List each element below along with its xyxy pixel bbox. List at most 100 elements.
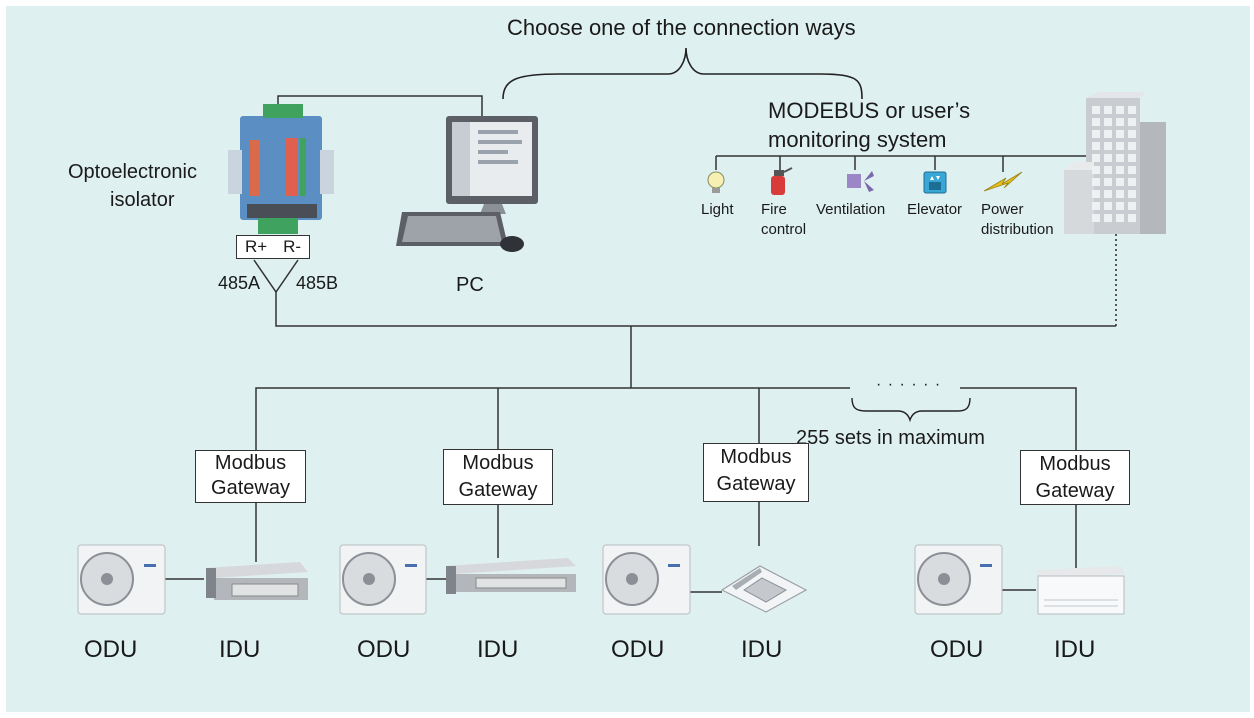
idu-label-1: IDU [219, 636, 261, 663]
odu-label-1: ODU [84, 636, 138, 663]
gateway-bus [255, 387, 850, 450]
lightning-bolt-icon [983, 171, 1023, 192]
building-window [1092, 178, 1100, 186]
building-window [1104, 166, 1112, 174]
light-bulb-icon [707, 171, 725, 193]
building-window [1128, 190, 1136, 198]
building-window [1092, 118, 1100, 126]
building-window [1128, 202, 1136, 210]
rs485-split [253, 259, 299, 294]
modbus-gateway-4: Modbus Gateway [1020, 450, 1130, 505]
isolator-device-icon [228, 104, 334, 234]
r-plus-label: R+ [244, 237, 268, 256]
building-window [1128, 106, 1136, 114]
idu-label-4: IDU [1054, 636, 1096, 663]
subsystem-fire-label-line2: control [761, 221, 807, 238]
odu-label-3: ODU [611, 636, 665, 663]
gateway-2-line1: Modbus [462, 452, 534, 474]
odu-label-4: ODU [930, 636, 984, 663]
subsystem-power-label-line1: Power [981, 201, 1024, 218]
485b-label: 485B [296, 273, 339, 293]
building-window [1092, 154, 1100, 162]
building-window [1092, 214, 1100, 222]
monitoring-label-line1: MODEBUS or user’s [768, 98, 971, 123]
gateway-2-line2: Gateway [458, 479, 538, 501]
subsystem-power-label-line2: distribution [981, 221, 1054, 238]
odu-unit-1-icon [77, 544, 166, 615]
building-window [1116, 118, 1124, 126]
monitoring-label-line2: monitoring system [768, 127, 947, 152]
more-units-dots: · · · · · · [876, 376, 942, 393]
modbus-gateway-2: Modbus Gateway [443, 449, 553, 505]
isolator-label-line2: isolator [110, 189, 175, 211]
connection-brace [502, 47, 863, 100]
building-window [1092, 106, 1100, 114]
building-window [1116, 190, 1124, 198]
building-window [1104, 106, 1112, 114]
idu-label-2: IDU [477, 636, 519, 663]
building-window [1104, 178, 1112, 186]
gateway-3-line2: Gateway [716, 473, 796, 495]
gateway-4-line1: Modbus [1039, 453, 1111, 475]
building-window [1116, 202, 1124, 210]
building-window [1128, 154, 1136, 162]
gateway-4-line2: Gateway [1035, 480, 1115, 502]
building-window [1128, 214, 1136, 222]
odu-label-2: ODU [357, 636, 411, 663]
capacity-label: 255 sets in maximum [796, 427, 985, 449]
elevator-icon [923, 171, 947, 194]
connection-title: Choose one of the connection ways [507, 15, 856, 40]
building-window [1104, 130, 1112, 138]
building-window [1092, 202, 1100, 210]
subsystem-fire-label-line1: Fire [761, 201, 787, 218]
building-window [1128, 166, 1136, 174]
subsystem-light-label: Light [701, 201, 734, 218]
idu-label-3: IDU [741, 636, 783, 663]
building-window [1104, 202, 1112, 210]
building-window [1092, 166, 1100, 174]
modbus-gateway-1: Modbus Gateway [195, 450, 306, 503]
485a-label: 485A [218, 273, 261, 293]
idu-duct-unit-1-icon [206, 562, 308, 600]
gateway-3-line1: Modbus [720, 446, 792, 468]
rs485-terminal-box: R+ R- [236, 235, 310, 259]
building-window [1104, 190, 1112, 198]
pc-computer-icon [396, 116, 538, 252]
building-window [1092, 130, 1100, 138]
odu-unit-2-icon [339, 544, 427, 615]
building-window [1116, 178, 1124, 186]
fire-extinguisher-icon [771, 167, 793, 195]
rs485-bus [275, 292, 1116, 327]
building-window [1116, 106, 1124, 114]
building-window [1116, 214, 1124, 222]
building-window [1128, 178, 1136, 186]
building-window [1104, 142, 1112, 150]
building-window [1104, 214, 1112, 222]
building-window [1104, 118, 1112, 126]
pc-label: PC [456, 274, 484, 296]
odu-unit-4-icon [914, 544, 1003, 615]
subsystem-ventilation-label: Ventilation [816, 201, 886, 218]
building-windows [1092, 106, 1136, 222]
gateway-1-line1: Modbus [214, 452, 287, 474]
building-window [1116, 130, 1124, 138]
building-window [1128, 118, 1136, 126]
building-window [1092, 142, 1100, 150]
building-window [1116, 154, 1124, 162]
building-icon [1064, 92, 1166, 234]
subsystem-elevator-label: Elevator [907, 201, 963, 218]
building-window [1092, 190, 1100, 198]
building-window [1104, 154, 1112, 162]
gateway-1-line2: Gateway [211, 477, 290, 499]
idu-cassette-unit-icon [720, 565, 808, 613]
building-window [1116, 142, 1124, 150]
idu-duct-unit-2-icon [446, 558, 576, 594]
isolator-label-line1: Optoelectronic [68, 161, 197, 183]
odu-unit-3-icon [602, 544, 691, 615]
building-window [1128, 130, 1136, 138]
capacity-brace [851, 397, 971, 423]
building-window [1128, 142, 1136, 150]
idu-ceiling-unit-icon [1036, 566, 1125, 615]
building-window [1116, 166, 1124, 174]
